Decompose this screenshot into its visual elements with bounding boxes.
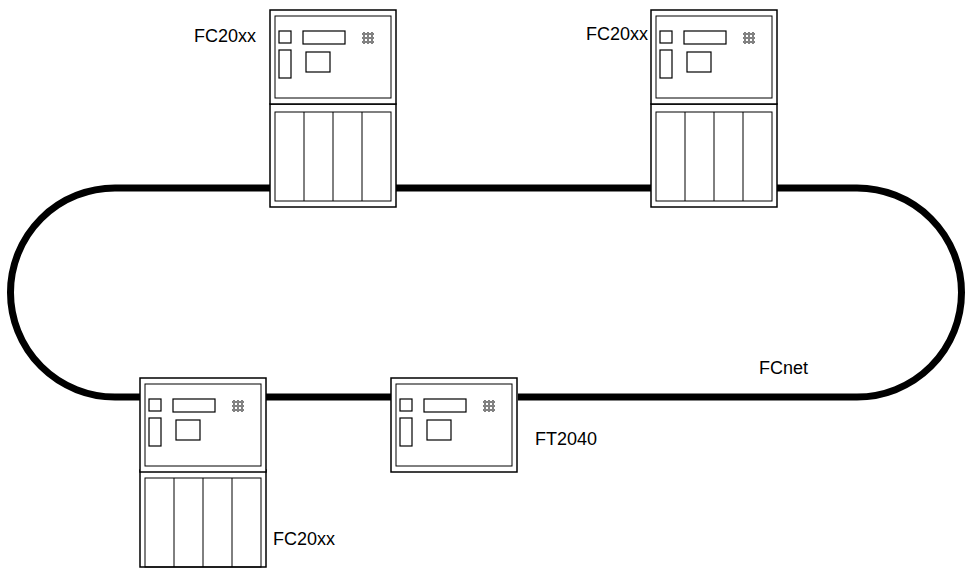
control-panel: FT2040 bbox=[391, 378, 518, 472]
panel-label: FC20xx bbox=[273, 529, 335, 551]
network-cable bbox=[396, 185, 651, 192]
control-panel: FC20xx bbox=[651, 10, 777, 207]
network-cable bbox=[518, 188, 961, 397]
network-cable bbox=[266, 394, 391, 401]
network-label: FCnet bbox=[757, 358, 810, 380]
network-cable bbox=[10, 188, 270, 397]
panel-label: FC20xx bbox=[194, 26, 256, 48]
control-panel: FC20xx bbox=[270, 10, 396, 207]
panel-label: FC20xx bbox=[586, 24, 648, 46]
panel-label: FT2040 bbox=[535, 429, 597, 451]
control-panel: FC20xx bbox=[140, 378, 266, 567]
